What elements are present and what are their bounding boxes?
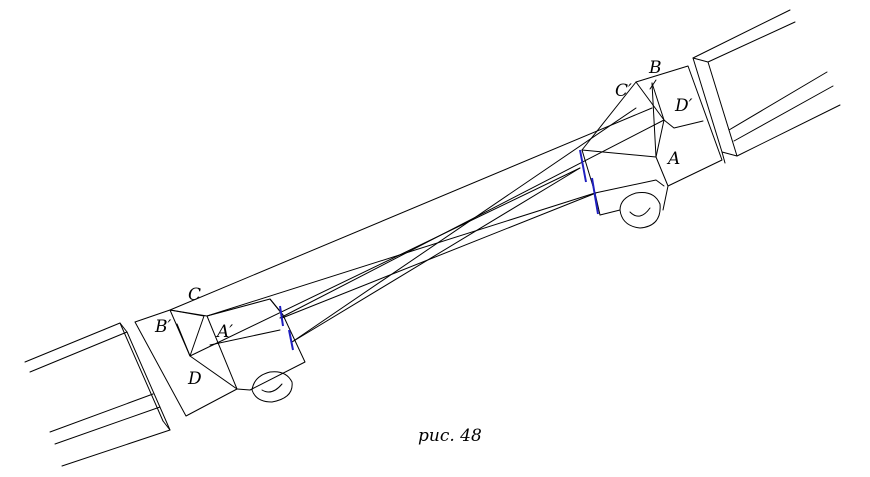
- lens-left-upper: [279, 305, 284, 327]
- label-A: A: [668, 149, 681, 169]
- right-car: [581, 65, 723, 229]
- lens-right-upper: [579, 149, 587, 183]
- label-A-prime: A′: [217, 322, 234, 342]
- right-building: [692, 9, 841, 164]
- label-B-prime: B′: [155, 317, 172, 337]
- lenses: [279, 149, 599, 351]
- optical-rays: [169, 107, 665, 357]
- lens-right-lower: [591, 177, 599, 215]
- left-car: [134, 298, 306, 417]
- label-C-prime: C′: [615, 81, 632, 101]
- left-building: [24, 322, 171, 467]
- label-B: B: [649, 58, 662, 78]
- label-D: D: [188, 369, 202, 389]
- label-C: C: [188, 285, 202, 305]
- figure-caption: рис. 48: [418, 426, 482, 446]
- lens-left-lower: [288, 329, 294, 351]
- label-D-prime: D′: [675, 96, 693, 116]
